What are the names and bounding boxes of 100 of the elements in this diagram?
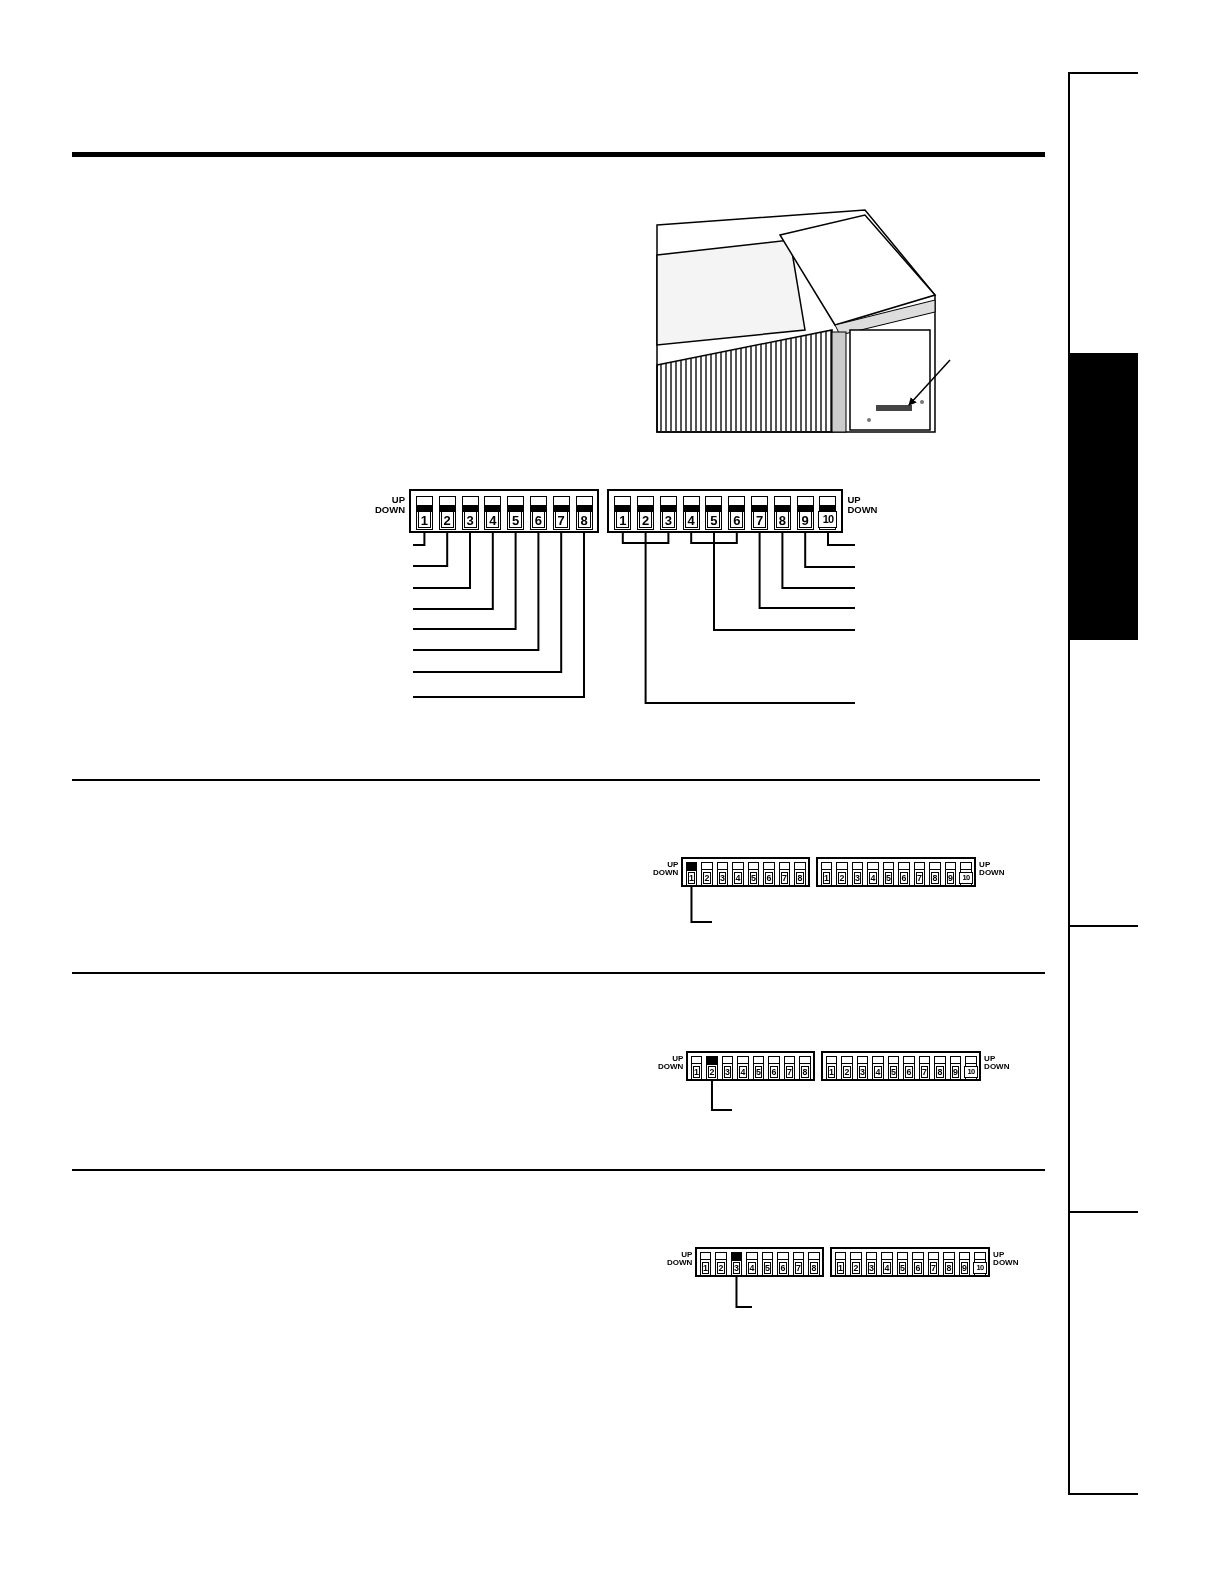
switch-number: 2 (852, 1261, 860, 1274)
dip-switch (825, 1056, 838, 1080)
switch-direction-label: UP (847, 495, 861, 505)
switch-number: 7 (785, 1065, 794, 1078)
switch-number: 8 (945, 1261, 953, 1274)
switch-number: 2 (703, 871, 711, 884)
switch-direction-label: UP (993, 1251, 1005, 1260)
dip-switch (851, 862, 864, 886)
switch-direction-label: DOWN (666, 1259, 693, 1268)
switch-bank (815, 857, 977, 887)
dip-switch (867, 862, 879, 886)
switch-bank (695, 1247, 825, 1277)
switch-number: 2 (843, 1065, 851, 1078)
dip-switch (761, 1252, 774, 1276)
switch-direction-label: DOWN (993, 1259, 1019, 1268)
switch-direction-label: DOWN (979, 869, 1005, 878)
switch-number: 8 (931, 871, 939, 884)
dip-switch (777, 1252, 789, 1276)
dip-switch (934, 1056, 946, 1080)
switch-number: 1 (692, 1065, 701, 1078)
switch-bank (686, 1051, 816, 1081)
dip-switch (721, 1056, 734, 1080)
dip-switch (872, 1056, 884, 1080)
dip-switch (958, 1252, 971, 1276)
dip-switch (529, 496, 547, 530)
dip-switch (912, 1252, 924, 1276)
leader-line (711, 1078, 733, 1111)
switch-number: 1 (836, 1261, 845, 1274)
dip-switch (685, 862, 698, 886)
switch-number: 1 (417, 511, 431, 528)
dip-switch (903, 1056, 915, 1080)
switch-number: 4 (486, 511, 500, 528)
dip-switch (484, 496, 502, 530)
dip-switch (881, 1252, 893, 1276)
dip-switch (896, 1252, 909, 1276)
switch-number: 3 (867, 1261, 876, 1274)
dip-switch (850, 1252, 862, 1276)
dip-switch (747, 862, 760, 886)
switch-number: 2 (717, 1261, 725, 1274)
dip-switch (898, 862, 910, 886)
switch-number: 2 (708, 1065, 716, 1078)
dip-switch (799, 1056, 811, 1080)
switch-number: 9 (960, 1261, 969, 1274)
dip-switch (960, 862, 972, 886)
switch-bank (409, 489, 600, 533)
dip-switch (701, 862, 713, 886)
switch-number: 3 (723, 1065, 732, 1078)
switch-direction-label: DOWN (984, 1063, 1010, 1072)
dip-switch (732, 862, 744, 886)
dip-switch (768, 1056, 780, 1080)
dip-switch (716, 862, 729, 886)
switch-number: 8 (796, 871, 804, 884)
dip-switch (637, 496, 655, 530)
switch-number: 1 (701, 1261, 710, 1274)
switch-number: 8 (577, 511, 591, 528)
switch-number: 2 (639, 511, 653, 528)
dip-switch (882, 862, 895, 886)
switch-number: 4 (874, 1065, 882, 1078)
dip-switch (737, 1056, 749, 1080)
switch-number: 5 (749, 871, 758, 884)
dip-switch (706, 1056, 718, 1080)
switch-bank (820, 1051, 982, 1081)
switch-number: 4 (869, 871, 877, 884)
switch-number: 7 (915, 871, 924, 884)
dip-switch (913, 862, 926, 886)
switch-number: 4 (684, 511, 698, 528)
dip-switch (783, 1056, 796, 1080)
dip-switch (836, 862, 848, 886)
switch-number: 3 (853, 871, 862, 884)
switch-direction-label: DOWN (374, 504, 405, 515)
dip-switch (856, 1056, 869, 1080)
switch-number: 5 (763, 1261, 772, 1274)
switch-number: 1 (822, 871, 831, 884)
switch-direction-label: DOWN (652, 869, 679, 878)
dip-switch (699, 1252, 712, 1276)
dip-switch (746, 1252, 758, 1276)
switch-number: 6 (770, 1065, 778, 1078)
dip-switch (415, 496, 433, 530)
dip-switch (730, 1252, 743, 1276)
switch-bank (829, 1247, 991, 1277)
switch-direction-label: UP (984, 1055, 996, 1064)
switch-number: 8 (810, 1261, 818, 1274)
switch-number: 2 (838, 871, 846, 884)
side-tab (1068, 640, 1138, 927)
dip-switch (705, 496, 723, 530)
dip-switch (834, 1252, 847, 1276)
switch-number: 6 (765, 871, 773, 884)
dip-switch (887, 1056, 900, 1080)
dip-switch (715, 1252, 727, 1276)
dip-switch (796, 496, 814, 530)
switch-number: 4 (739, 1065, 747, 1078)
dip-switch (575, 496, 593, 530)
switch-number: 7 (920, 1065, 929, 1078)
dip-switch (728, 496, 746, 530)
switch-direction-label: UP (681, 1251, 693, 1260)
side-tab (1068, 1213, 1138, 1495)
switch-number: 6 (531, 511, 545, 528)
switch-number: 3 (463, 511, 477, 528)
switch-number: 1 (616, 511, 630, 528)
switch-number: 7 (753, 511, 767, 528)
